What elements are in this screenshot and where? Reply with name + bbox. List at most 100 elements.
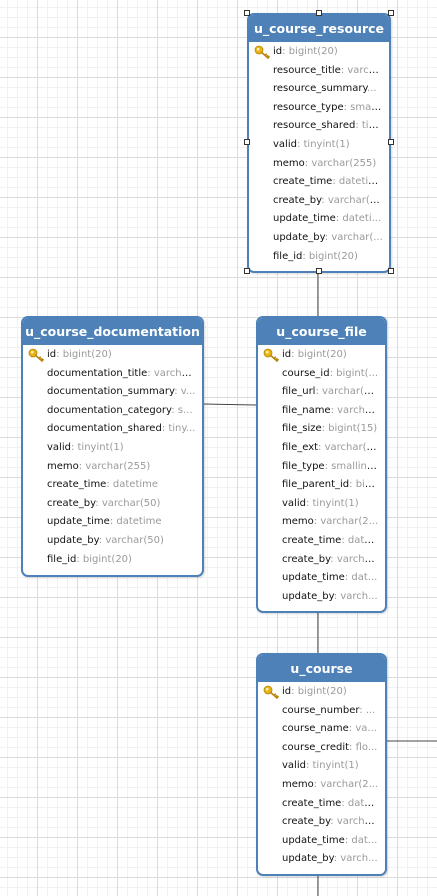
- resize-handle-top-right[interactable]: [388, 10, 394, 16]
- entity-u-course[interactable]: u_course id: bigint(20)course_number: ..…: [256, 653, 387, 876]
- field-name: create_time: [273, 176, 333, 188]
- field-row[interactable]: valid: tinyint(1): [249, 136, 389, 155]
- field-row[interactable]: create_time: datet...: [258, 795, 385, 814]
- field-type: : flo...: [349, 741, 378, 753]
- field-row[interactable]: file_id: bigint(20): [23, 551, 202, 570]
- field-row[interactable]: create_by: varchar(5...: [249, 192, 389, 211]
- field-type: : bigint(...: [329, 367, 379, 379]
- edge-documentation-to-file[interactable]: [202, 403, 257, 406]
- key-icon: [28, 348, 44, 363]
- field-row[interactable]: memo: varchar(2...: [258, 776, 385, 795]
- field-type: : bigint(20): [76, 553, 132, 565]
- field-row[interactable]: resource_shared: tin...: [249, 117, 389, 136]
- field-name: create_by: [282, 816, 331, 828]
- resize-handle-top[interactable]: [316, 10, 322, 16]
- field-row[interactable]: memo: varchar(255): [23, 458, 202, 477]
- field-row[interactable]: resource_title: varch...: [249, 62, 389, 81]
- field-type: : varcha...: [330, 553, 381, 565]
- field-type: : varcha...: [330, 404, 381, 416]
- field-type: : va...: [348, 723, 377, 735]
- field-row[interactable]: resource_summary...: [249, 80, 389, 99]
- field-row[interactable]: file_type: smallint...: [258, 458, 385, 477]
- field-row[interactable]: valid: tinyint(1): [258, 757, 385, 776]
- field-type: : varchar(255): [78, 460, 151, 472]
- field-row[interactable]: id: bigint(20): [249, 43, 389, 62]
- field-row[interactable]: valid: tinyint(1): [23, 439, 202, 458]
- field-type: : varchar(5...: [321, 194, 386, 206]
- field-row[interactable]: id: bigint(20): [258, 683, 385, 702]
- entity-title: u_course_resource: [249, 15, 389, 42]
- field-row[interactable]: update_by: varchar(...: [249, 229, 389, 248]
- field-name: file_parent_id: [282, 479, 350, 491]
- field-name: memo: [282, 778, 314, 790]
- field-list: id: bigint(20)course_id: bigint(...file_…: [258, 345, 385, 606]
- resize-handle-bottom[interactable]: [316, 268, 322, 274]
- resize-handle-bottom-right[interactable]: [388, 268, 394, 274]
- field-row[interactable]: documentation_shared: tiny...: [23, 420, 202, 439]
- field-list: id: bigint(20)course_number: ...course_n…: [258, 682, 385, 869]
- field-row[interactable]: documentation_category: s...: [23, 402, 202, 421]
- field-name: update_time: [273, 213, 336, 225]
- field-row[interactable]: update_by: varch...: [258, 850, 385, 869]
- field-row[interactable]: create_time: datetime: [23, 476, 202, 495]
- field-type: : varchar(2...: [313, 516, 379, 528]
- field-name: update_by: [282, 853, 334, 865]
- field-row[interactable]: create_time: datetime: [249, 173, 389, 192]
- field-row[interactable]: memo: varchar(255): [249, 155, 389, 174]
- field-row[interactable]: id: bigint(20): [258, 346, 385, 365]
- field-row[interactable]: memo: varchar(2...: [258, 513, 385, 532]
- field-row[interactable]: file_url: varchar(2...: [258, 383, 385, 402]
- field-name: documentation_title: [47, 367, 148, 379]
- field-row[interactable]: create_time: datet...: [258, 532, 385, 551]
- field-type: : varchar(3...: [318, 441, 383, 453]
- field-type: : dat...: [344, 572, 378, 584]
- field-row[interactable]: update_by: varch...: [258, 588, 385, 607]
- field-row[interactable]: create_by: varcha...: [258, 813, 385, 832]
- field-name: file_name: [282, 404, 331, 416]
- field-row[interactable]: update_time: dat...: [258, 832, 385, 851]
- resize-handle-bottom-left[interactable]: [244, 268, 250, 274]
- field-name: course_credit: [282, 741, 350, 753]
- field-type: : dateti...: [335, 213, 382, 225]
- field-name: id: [47, 349, 57, 360]
- field-row[interactable]: create_by: varchar(50): [23, 495, 202, 514]
- field-type: : bigint(20): [282, 46, 338, 57]
- entity-title: u_course_file: [258, 318, 385, 345]
- field-row[interactable]: update_by: varchar(50): [23, 532, 202, 551]
- resize-handle-left[interactable]: [244, 139, 250, 145]
- field-row[interactable]: file_ext: varchar(3...: [258, 439, 385, 458]
- field-row[interactable]: update_time: dateti...: [249, 210, 389, 229]
- entity-u-course-resource[interactable]: u_course_resource id: bigint(20)resource…: [247, 13, 391, 273]
- field-row[interactable]: file_size: bigint(15): [258, 420, 385, 439]
- field-row[interactable]: course_name: va...: [258, 720, 385, 739]
- field-row[interactable]: course_number: ...: [258, 702, 385, 721]
- field-row[interactable]: documentation_summary: v...: [23, 383, 202, 402]
- field-row[interactable]: create_by: varcha...: [258, 551, 385, 570]
- field-name: valid: [273, 138, 297, 150]
- field-type: : bigint(20): [56, 349, 112, 360]
- field-type: : datetime: [332, 176, 385, 188]
- field-name: update_by: [273, 231, 325, 243]
- field-name: memo: [282, 516, 314, 528]
- field-name: update_by: [282, 590, 334, 602]
- resize-handle-right[interactable]: [388, 139, 394, 145]
- field-type: : varchar(2...: [313, 778, 379, 790]
- field-row[interactable]: id: bigint(20): [23, 346, 202, 365]
- field-row[interactable]: course_credit: flo...: [258, 739, 385, 758]
- field-row[interactable]: file_name: varcha...: [258, 402, 385, 421]
- field-name: file_id: [47, 553, 77, 565]
- field-row[interactable]: update_time: datetime: [23, 513, 202, 532]
- field-name: documentation_category: [47, 404, 172, 416]
- field-type: : datetime: [106, 479, 159, 491]
- field-row[interactable]: update_time: dat...: [258, 569, 385, 588]
- field-row[interactable]: resource_type: smal...: [249, 99, 389, 118]
- field-row[interactable]: valid: tinyint(1): [258, 495, 385, 514]
- field-row[interactable]: file_id: bigint(20): [249, 248, 389, 267]
- field-type: : varcha...: [330, 816, 381, 828]
- entity-u-course-file[interactable]: u_course_file id: bigint(20)course_id: b…: [256, 316, 387, 613]
- field-row[interactable]: course_id: bigint(...: [258, 365, 385, 384]
- field-row[interactable]: file_parent_id: big...: [258, 476, 385, 495]
- field-row[interactable]: documentation_title: varcha...: [23, 365, 202, 384]
- resize-handle-top-left[interactable]: [244, 10, 250, 16]
- entity-u-course-documentation[interactable]: u_course_documentation id: bigint(20)doc…: [21, 316, 204, 577]
